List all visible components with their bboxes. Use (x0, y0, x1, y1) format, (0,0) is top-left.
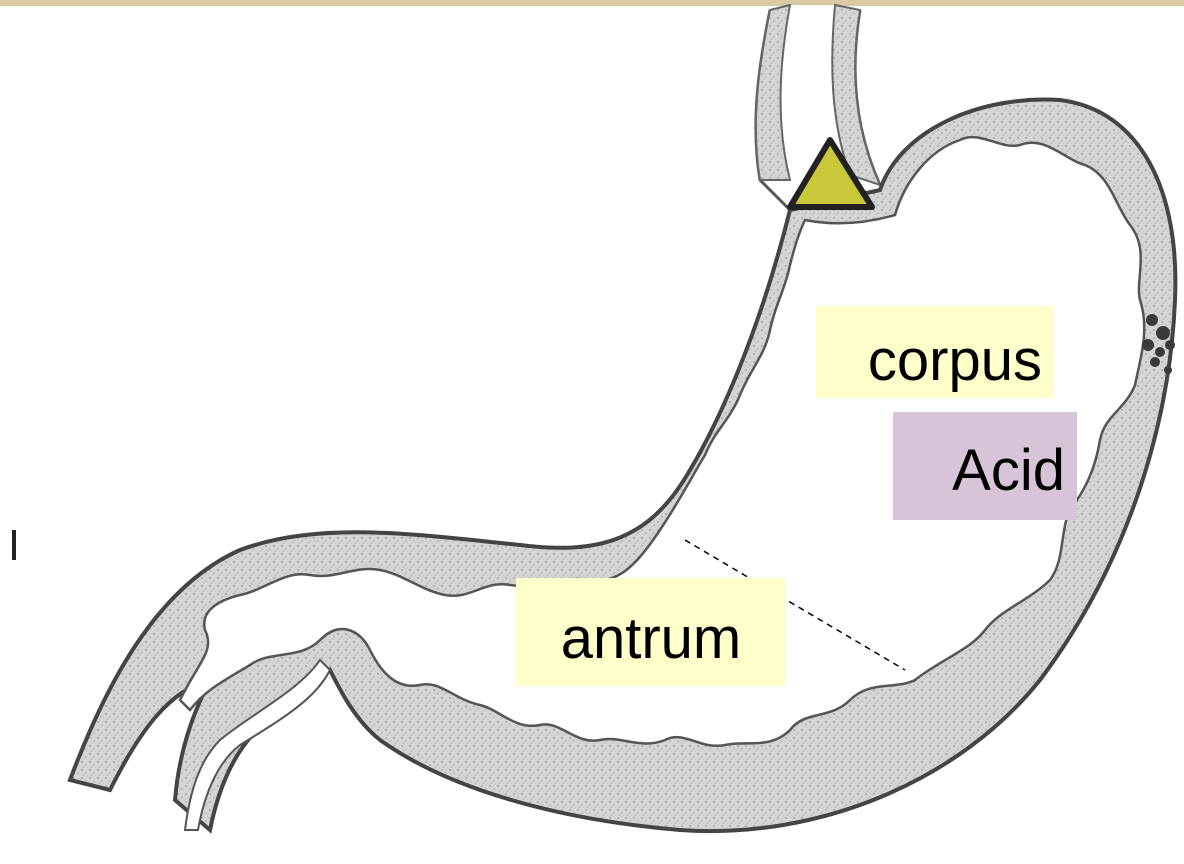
antrum-label-text: antrum (561, 606, 742, 671)
acid-label-text: Acid (952, 438, 1065, 503)
corpus-label: corpus (816, 306, 1054, 398)
corpus-label-text: corpus (868, 328, 1042, 393)
antrum-label: antrum (516, 578, 786, 686)
left-edge-mark (12, 530, 16, 560)
acid-label: Acid (893, 412, 1077, 520)
